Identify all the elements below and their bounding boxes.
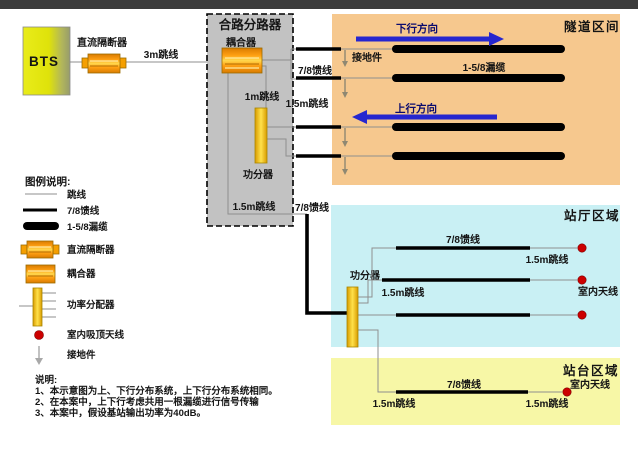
legend-item-label: 直流隔断器 [67, 244, 115, 256]
feeder-78-trunk-label: 7/8馈线 [295, 201, 329, 214]
coupler-output-wire [262, 48, 296, 80]
uplink-arrowhead-icon [352, 110, 367, 124]
jumper-15m-left-label: 1.5m跳线 [286, 97, 329, 110]
notes: 说明: 1、本示意图为上、下行分布系统，上下行分布系统相同。 2、在本案中，上下… [35, 374, 278, 419]
power-divider-icon [254, 107, 268, 164]
ground-arrow-icon [342, 169, 348, 175]
jumper-1m-label: 1m跳线 [245, 90, 279, 103]
hall-antenna-rows [382, 243, 587, 320]
feeder-78-left-label: 7/8馈线 [298, 64, 332, 77]
legend-item-label: 耦合器 [67, 268, 96, 280]
legend-item-label: 1-5/8漏缆 [67, 221, 108, 233]
station-hall-area [331, 205, 620, 347]
power-divider-label: 功分器 [243, 168, 274, 181]
ground-icon [35, 346, 43, 365]
indoor-antenna-icon [577, 275, 587, 285]
downlink-label: 下行方向 [396, 22, 438, 35]
hall-output-wire-2 [357, 279, 382, 304]
coupler-icon [221, 47, 263, 74]
platform-feed-wire [357, 329, 396, 393]
legend-item-label: 跳线 [67, 189, 87, 201]
hall-jumper-mid-label: 1.5m跳线 [382, 286, 425, 299]
trunk-jumper-wire [227, 73, 307, 215]
trunk-feeder-line [305, 214, 347, 315]
ground-arrow-icon [342, 61, 348, 67]
dc-blocker-label: 直流隔断器 [77, 36, 128, 49]
ground-arrows [342, 50, 348, 175]
ground-label: 接地件 [352, 51, 382, 64]
indoor-antenna-icon [562, 387, 572, 397]
jumper-15m-box-label: 1.5m跳线 [233, 200, 276, 213]
dc-blocker-icon [20, 240, 60, 259]
platform-antenna-row [396, 387, 572, 397]
hall-feeder-label: 7/8馈线 [446, 233, 480, 246]
jumper-1m-wire [262, 65, 267, 108]
platform-title: 站台区域 [563, 363, 619, 378]
legend-item-label: 室内吸顶天线 [67, 329, 125, 341]
bts-label: BTS [29, 54, 59, 69]
divider-output-wire-2 [267, 138, 296, 157]
combiner-title: 合路分路器 [219, 17, 282, 32]
dc-blocker-icon [81, 53, 127, 74]
power-splitter-icon [19, 287, 56, 327]
legend-item-label: 接地件 [67, 349, 96, 361]
station-hall-title: 站厅区域 [564, 208, 620, 223]
indoor-antenna-icon [577, 310, 587, 320]
tunnel-area-title: 隧道区间 [564, 19, 620, 34]
uplink-label: 上行方向 [395, 102, 437, 115]
note-line: 1、本示意图为上、下行分布系统，上下行分布系统相同。 [35, 385, 278, 397]
hall-output-wire-1 [357, 247, 396, 298]
legend-item-label: 功率分配器 [67, 299, 115, 311]
leaky-cables [392, 45, 565, 160]
hall-jumper-top-label: 1.5m跳线 [526, 253, 569, 266]
platform-antenna-label: 室内天线 [570, 378, 610, 391]
platform-jumper-right-label: 1.5m跳线 [526, 397, 569, 410]
hall-divider-icon [346, 286, 359, 348]
ground-arrow-icon [342, 141, 348, 147]
coupler-label: 耦合器 [226, 36, 257, 49]
leaky-cable-label: 1-5/8漏缆 [463, 61, 506, 74]
hall-divider-label: 功分器 [350, 269, 381, 282]
downlink-arrowhead-icon [489, 32, 504, 46]
note-line: 2、在本案中，上下行考虑共用一根漏缆进行信号传输 [35, 396, 259, 408]
note-line: 3、本案中，假设基站输出功率为40dB。 [35, 407, 206, 419]
legend: 图例说明: 跳线 7/8馈线 1-5/8漏缆 直流隔断器 耦合器 [19, 175, 125, 365]
hall-antenna-label: 室内天线 [578, 285, 618, 298]
legend-title: 图例说明: [25, 175, 71, 188]
top-bar [0, 0, 638, 9]
ceiling-antenna-icon [34, 330, 44, 340]
platform-feeder-label: 7/8馈线 [447, 378, 481, 391]
bts-box [22, 26, 71, 96]
indoor-antenna-icon [577, 243, 587, 253]
platform-jumper-left-label: 1.5m跳线 [373, 397, 416, 410]
coupler-icon [25, 264, 56, 284]
ground-arrow-icon [342, 92, 348, 98]
notes-title: 说明: [35, 374, 57, 386]
jumper-3m-label: 3m跳线 [144, 48, 178, 61]
legend-item-label: 7/8馈线 [67, 205, 100, 217]
tunnel-feeder-stubs [296, 47, 392, 158]
